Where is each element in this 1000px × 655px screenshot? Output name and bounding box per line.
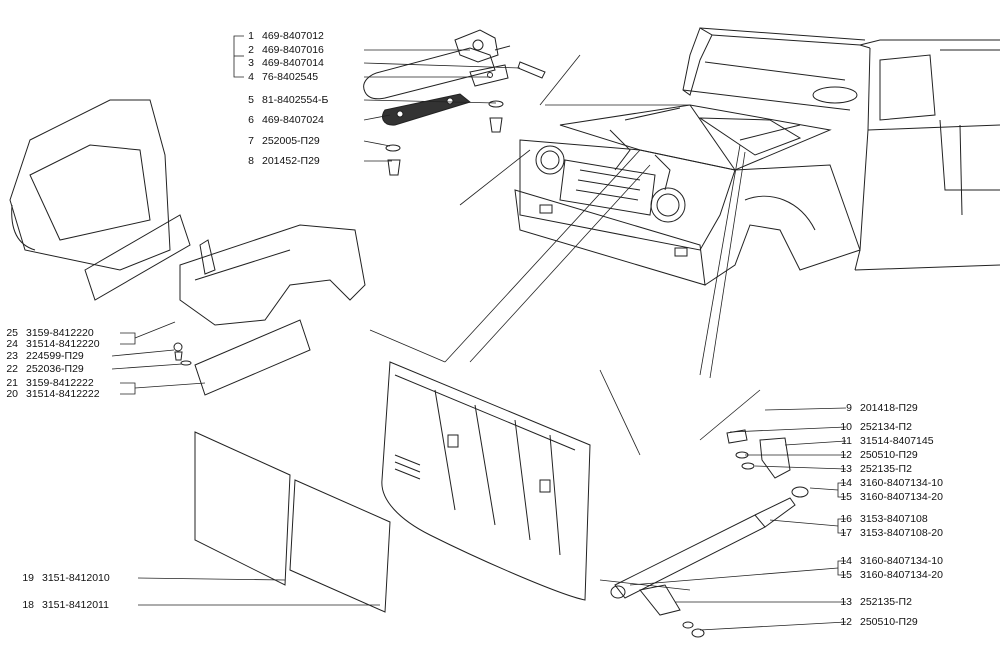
part-number: 3153-8407108-20 xyxy=(860,527,943,539)
part-number: 31514-8407145 xyxy=(860,435,934,447)
callout-number: 13 xyxy=(840,596,852,608)
part-number: 3160-8407134-10 xyxy=(860,477,943,489)
callout-number: 14 xyxy=(840,477,852,489)
part-number: 3159-8412222 xyxy=(26,377,94,389)
part-number: 469-8407016 xyxy=(262,44,324,56)
part-number: 31514-8412220 xyxy=(26,338,100,350)
callout-17: 17 3153-8407108-20 xyxy=(838,527,943,539)
callout-number: 9 xyxy=(846,402,852,414)
part-number: 31514-8412222 xyxy=(26,388,100,400)
callout-number: 12 xyxy=(840,616,852,628)
callout-14: 14 3160-8407134-10 xyxy=(838,477,943,489)
insulation-panels xyxy=(194,431,391,613)
callout-12: 12 250510-П29 xyxy=(838,449,918,461)
part-number: 469-8407014 xyxy=(262,57,324,69)
leader-lines xyxy=(111,35,847,631)
part-number: 252135-П2 xyxy=(860,596,912,608)
callout-number: 17 xyxy=(840,527,852,539)
callout-5: 5 81-8402554-Б xyxy=(240,94,328,106)
callout-number: 23 xyxy=(6,350,18,362)
callout-13b: 13 252135-П2 xyxy=(838,596,912,608)
part-number: 469-8407024 xyxy=(262,114,324,126)
part-number: 3153-8407108 xyxy=(860,513,928,525)
callout-number: 18 xyxy=(22,599,34,611)
callout-number: 15 xyxy=(840,491,852,503)
part-number: 469-8407012 xyxy=(262,30,324,42)
callout-number: 8 xyxy=(248,155,254,167)
callout-number: 4 xyxy=(248,71,254,83)
callout-10: 10 252134-П2 xyxy=(838,421,912,433)
callout-15b: 15 3160-8407134-20 xyxy=(838,569,943,581)
part-number: 3159-8412220 xyxy=(26,327,94,339)
callout-19: 19 3151-8412010 xyxy=(20,572,110,584)
callout-3: 3 469-8407014 xyxy=(240,57,324,69)
callout-number: 13 xyxy=(840,463,852,475)
callout-21: 21 3159-8412222 xyxy=(4,377,94,389)
callout-number: 3 xyxy=(248,57,254,69)
reference-lines xyxy=(369,54,761,591)
callout-2: 2 469-8407016 xyxy=(240,44,324,56)
callout-number: 14 xyxy=(840,555,852,567)
callout-1: 1 469-8407012 xyxy=(240,30,324,42)
callout-15: 15 3160-8407134-20 xyxy=(838,491,943,503)
callout-number: 22 xyxy=(6,363,18,375)
part-number: 3160-8407134-10 xyxy=(860,555,943,567)
callout-8: 8 201452-П29 xyxy=(240,155,320,167)
callout-6: 6 469-8407024 xyxy=(240,114,324,126)
callout-number: 21 xyxy=(6,377,18,389)
part-number: 201418-П29 xyxy=(860,402,918,414)
callout-25: 25 3159-8412220 xyxy=(4,327,94,339)
callout-20: 20 31514-8412222 xyxy=(4,388,100,400)
callout-number: 10 xyxy=(840,421,852,433)
part-number: 3151-8412011 xyxy=(42,599,109,611)
part-number: 252036-П29 xyxy=(26,363,84,375)
callout-number: 25 xyxy=(6,327,18,339)
part-number: 3151-8412010 xyxy=(42,572,110,584)
gas-strut-assembly xyxy=(610,429,809,638)
callout-22: 22 252036-П29 xyxy=(4,363,84,375)
part-number: 3160-8407134-20 xyxy=(860,569,943,581)
part-number: 250510-П29 xyxy=(860,449,918,461)
callout-13: 13 252135-П2 xyxy=(838,463,912,475)
callout-16: 16 3153-8407108 xyxy=(838,513,928,525)
fender-assembly xyxy=(9,99,366,396)
callout-number: 11 xyxy=(841,435,852,447)
callout-23: 23 224599-П29 xyxy=(4,350,84,362)
part-number: 252005-П29 xyxy=(262,135,320,147)
callout-number: 16 xyxy=(840,513,852,525)
part-number: 81-8402554-Б xyxy=(262,94,329,106)
callout-number: 12 xyxy=(840,449,852,461)
callout-number: 20 xyxy=(6,388,18,400)
callout-number: 7 xyxy=(248,135,254,147)
callout-24: 24 31514-8412220 xyxy=(4,338,100,350)
part-number: 250510-П29 xyxy=(860,616,918,628)
callout-number: 6 xyxy=(248,114,254,126)
callout-number: 19 xyxy=(22,572,34,584)
part-number: 3160-8407134-20 xyxy=(860,491,943,503)
callout-number: 24 xyxy=(6,338,18,350)
callout-number: 1 xyxy=(248,30,254,42)
callout-number: 2 xyxy=(248,44,254,56)
hood-hinge-assembly xyxy=(363,29,546,176)
callout-14b: 14 3160-8407134-10 xyxy=(838,555,943,567)
part-number: 76-8402545 xyxy=(262,71,319,83)
callout-7: 7 252005-П29 xyxy=(240,135,320,147)
callout-12b: 12 250510-П29 xyxy=(838,616,918,628)
part-number: 201452-П29 xyxy=(262,155,320,167)
callout-4: 4 76-8402545 xyxy=(240,71,318,83)
callout-11: 11 31514-8407145 xyxy=(838,435,934,447)
hood-panel xyxy=(381,361,591,601)
part-number: 224599-П29 xyxy=(26,350,84,362)
part-number: 252134-П2 xyxy=(860,421,912,433)
part-number: 252135-П2 xyxy=(860,463,912,475)
callout-18: 18 3151-8412011 xyxy=(20,599,109,611)
vehicle-front xyxy=(514,27,1000,286)
callout-number: 15 xyxy=(840,569,852,581)
callout-number: 5 xyxy=(248,94,254,106)
callout-9: 9 201418-П29 xyxy=(838,402,918,414)
